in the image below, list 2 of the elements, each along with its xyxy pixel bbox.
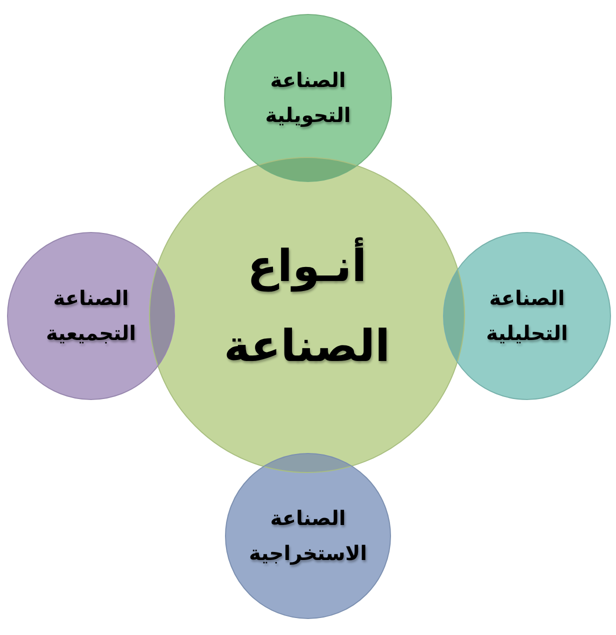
category-circle: الصناعة الاستخراجية	[225, 453, 391, 619]
category-circle: الصناعة التجميعية	[7, 232, 175, 400]
